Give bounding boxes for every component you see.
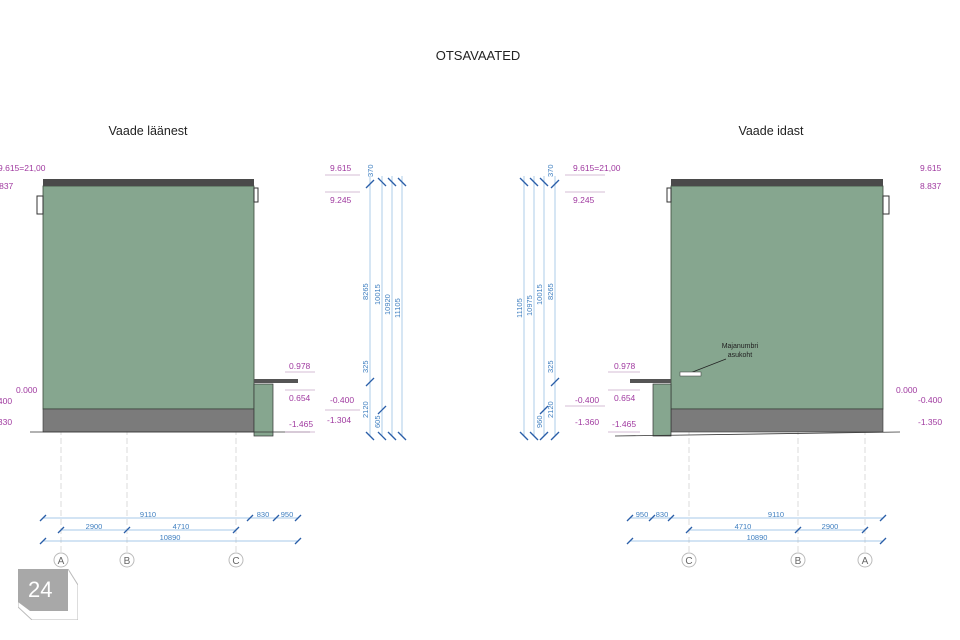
- dimension-label: 325: [361, 360, 370, 373]
- dimension-label: 10920: [383, 294, 392, 315]
- level-label: 0.000: [16, 385, 38, 395]
- level-label: 8.837: [0, 181, 14, 191]
- grid-axis-label: B: [124, 556, 131, 567]
- dimension-label: 830: [257, 510, 270, 519]
- level-label: 9.615: [920, 163, 942, 173]
- level-label: 0.000: [896, 385, 918, 395]
- dimension-label: 9110: [768, 510, 784, 519]
- dimension-label: 2120: [361, 401, 370, 418]
- level-label: 9.245: [573, 195, 595, 205]
- east-title: Vaade idast: [738, 124, 804, 138]
- dimension-label: 4710: [735, 522, 752, 531]
- dimension-label: 950: [281, 510, 294, 519]
- level-label: 9.615=21,00: [0, 163, 46, 173]
- dimension-label: 8265: [546, 283, 555, 300]
- level-label: -0.400: [575, 395, 599, 405]
- level-label: -1.350: [918, 417, 942, 427]
- dimension-label: 8265: [361, 283, 370, 300]
- dimension-label: 605: [373, 415, 382, 428]
- level-label: -1.330: [0, 417, 12, 427]
- level-label: -1.465: [612, 419, 636, 429]
- drawing-title: OTSAVAATED: [436, 48, 521, 63]
- house-number-plate: [679, 371, 702, 377]
- dimension-label: 10015: [535, 284, 544, 305]
- porch: [253, 383, 274, 437]
- level-label: -0.400: [330, 395, 354, 405]
- level-label: -1.304: [327, 415, 351, 425]
- level-label: -1.465: [289, 419, 313, 429]
- plinth: [670, 408, 884, 433]
- dimension-label: 960: [535, 415, 544, 428]
- level-label: 0.978: [614, 361, 636, 371]
- level-label: 9.245: [330, 195, 352, 205]
- west-title: Vaade läänest: [109, 124, 189, 138]
- dimension-label: 370: [546, 164, 555, 177]
- east-elevation: Vaade idast Majanumbri asukoht 9.615=21,…: [515, 124, 942, 568]
- canopy: [254, 379, 298, 383]
- grid-axis-bubbles: A B C: [53, 552, 244, 568]
- dimension-label: 2120: [546, 401, 555, 418]
- grid-axis-bubbles: C B A: [681, 552, 873, 568]
- dimension-label: 950: [636, 510, 649, 519]
- dimension-label: 10890: [747, 533, 768, 542]
- dimension-label: 325: [546, 360, 555, 373]
- level-label: 9.615: [330, 163, 352, 173]
- dimension-label: 11105: [515, 298, 524, 318]
- level-label: -0.400: [918, 395, 942, 405]
- grid-axis-label: B: [795, 556, 802, 567]
- dimension-label: 10015: [373, 284, 382, 305]
- porch: [652, 383, 672, 437]
- level-label: -1.360: [575, 417, 599, 427]
- level-label: -0.400: [0, 396, 12, 406]
- level-label: 9.615=21,00: [573, 163, 621, 173]
- roof-edge: [43, 179, 254, 186]
- annotation-text: Majanumbri: [722, 343, 759, 350]
- grid-axis-label: A: [862, 556, 869, 567]
- dimension-label: 2900: [86, 522, 103, 531]
- grid-axis-label: C: [685, 556, 692, 567]
- facade-wall: [670, 185, 884, 410]
- gutter: [882, 195, 890, 215]
- dimension-label: 11105: [393, 298, 402, 318]
- dimension-label: 370: [366, 164, 375, 177]
- level-label: 0.654: [614, 393, 636, 403]
- dimension-label: 4710: [173, 522, 190, 531]
- dimension-label: 10975: [525, 295, 534, 316]
- level-label: 0.978: [289, 361, 311, 371]
- canopy: [630, 379, 671, 383]
- page-number: 24: [28, 577, 53, 602]
- level-label: 0.654: [289, 393, 311, 403]
- annotation-text: asukoht: [728, 352, 753, 359]
- page-number-badge: 24: [18, 569, 78, 620]
- gutter: [36, 195, 44, 215]
- facade-wall: [42, 185, 255, 410]
- roof-edge: [671, 179, 883, 186]
- dimension-label: 9110: [140, 510, 156, 519]
- dimension-label: 2900: [822, 522, 839, 531]
- grid-axis-label: A: [58, 556, 65, 567]
- plinth: [42, 408, 255, 433]
- level-label: 8.837: [920, 181, 942, 191]
- dimension-label: 10890: [160, 533, 181, 542]
- dimension-label: 830: [656, 510, 669, 519]
- grid-axis-label: C: [232, 556, 239, 567]
- west-elevation: Vaade läänest 9.615=21,00 8.837 0.000 -0…: [0, 124, 407, 568]
